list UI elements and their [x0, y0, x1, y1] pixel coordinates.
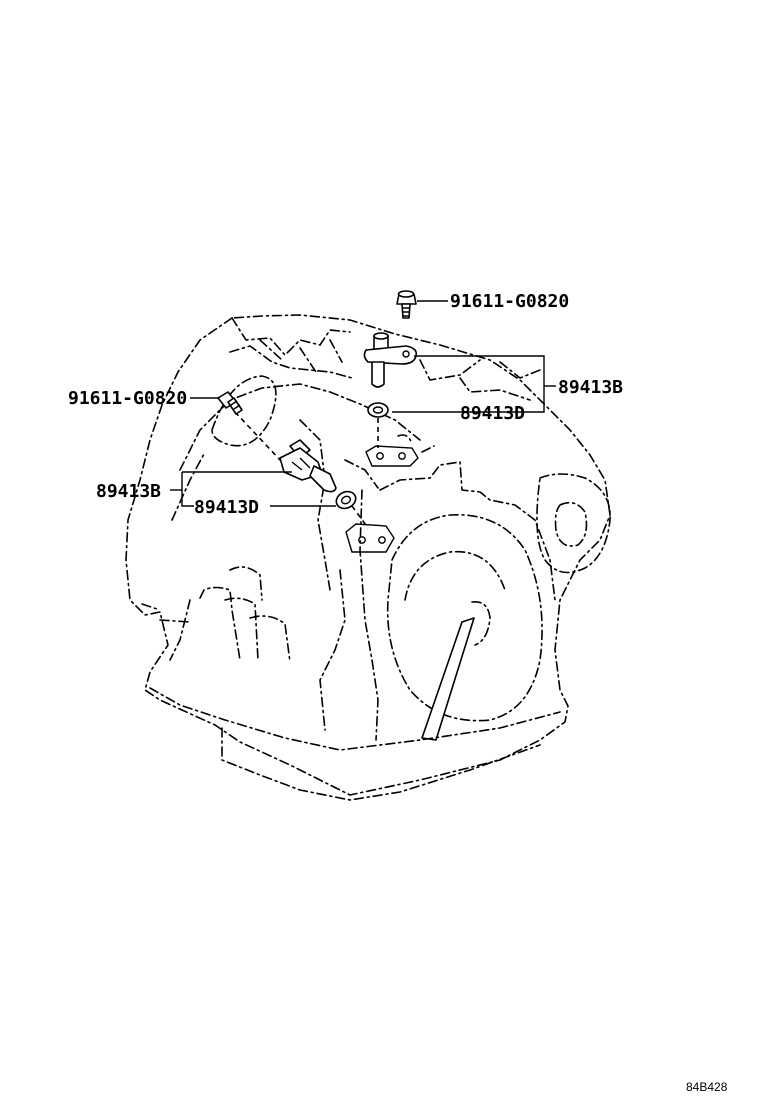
left-bolt-icon: [217, 391, 243, 415]
callout-sensor-left[interactable]: 89413B: [96, 481, 161, 502]
callout-bolt-upper[interactable]: 91611-G0820: [450, 291, 569, 312]
left-speed-sensor-icon: [279, 439, 337, 493]
upper-mounting-pad: [365, 445, 419, 467]
left-o-ring-icon: [335, 490, 357, 510]
upper-speed-sensor-icon: [363, 332, 418, 388]
callout-oring-left[interactable]: 89413D: [194, 497, 259, 518]
callout-bolt-left[interactable]: 91611-G0820: [68, 388, 187, 409]
illustration-code: 84B428: [686, 1080, 728, 1094]
left-oring-assembly-line: [351, 505, 369, 529]
transaxle-housing: [125, 314, 611, 801]
leader-lines: [170, 300, 556, 507]
left-bolt-assembly-line: [234, 411, 283, 463]
upper-bolt-icon: [396, 290, 417, 319]
callout-oring-upper[interactable]: 89413D: [460, 403, 525, 424]
upper-o-ring-icon: [367, 402, 389, 418]
left-mounting-pad: [345, 523, 395, 553]
callout-sensor-upper[interactable]: 89413B: [558, 377, 623, 398]
